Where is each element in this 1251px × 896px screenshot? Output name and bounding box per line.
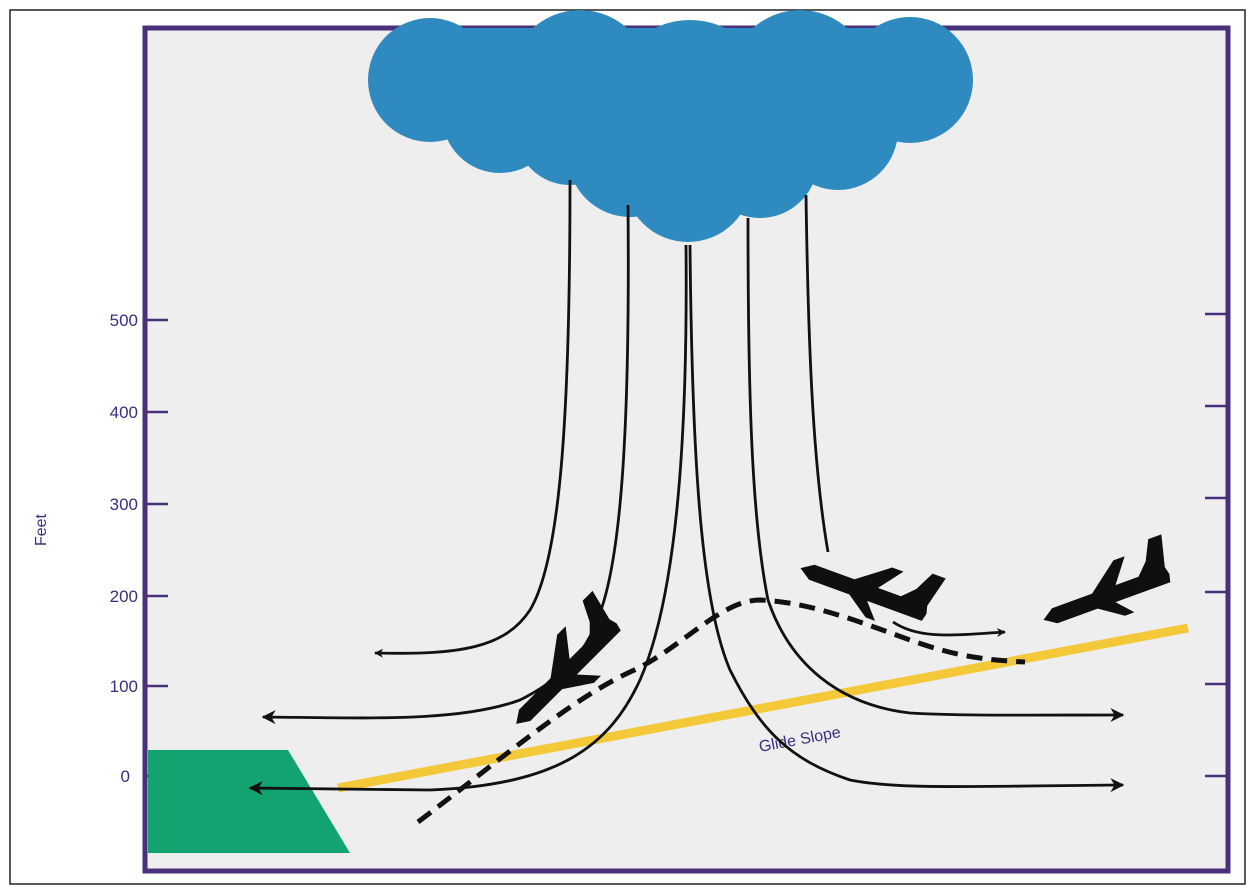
tick-label-400: 400 (110, 403, 138, 422)
tick-label-0: 0 (121, 767, 130, 786)
axis-title: Feet (33, 513, 50, 546)
tick-label-100: 100 (110, 677, 138, 696)
tick-label-500: 500 (110, 311, 138, 330)
tick-label-300: 300 (110, 495, 138, 514)
tick-label-200: 200 (110, 587, 138, 606)
